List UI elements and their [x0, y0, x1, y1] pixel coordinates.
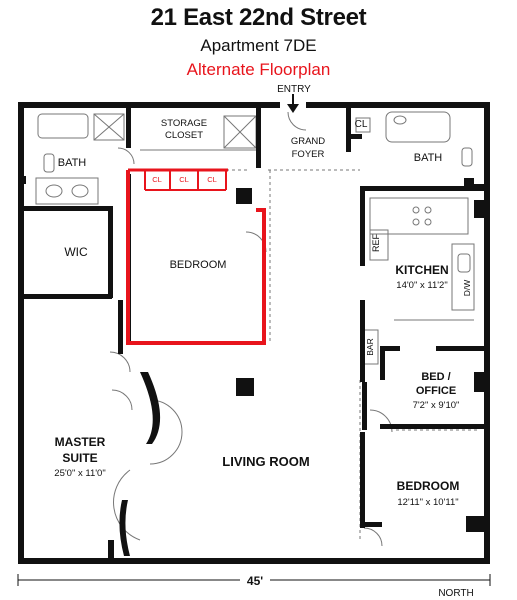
- north-label: NORTH: [438, 588, 473, 599]
- bar-wall: [360, 300, 365, 382]
- foyer-closet-label: CL: [355, 119, 368, 130]
- entry-arrow-icon: [287, 94, 299, 113]
- bath-right-label: BATH: [414, 152, 443, 164]
- kitchen-counter-side: [451, 243, 475, 311]
- office-dimensions: 7'2" x 9'10": [413, 400, 460, 411]
- living-room-label: LIVING ROOM: [222, 454, 309, 469]
- office-west-wall: [380, 346, 385, 380]
- foyer-east-wall: [346, 108, 351, 152]
- address-title: 21 East 22nd Street: [150, 4, 367, 31]
- wic-master-wall: [24, 294, 112, 299]
- closet-1-label: CL: [152, 175, 162, 184]
- entry-label: ENTRY: [277, 84, 311, 95]
- office-bedroom-wall: [380, 424, 484, 429]
- master-partition-curve: [140, 372, 161, 444]
- master-partition-curve-lower: [119, 500, 130, 556]
- kitchen-office-wall: [436, 346, 484, 351]
- closet-2-label: CL: [179, 175, 189, 184]
- bedroom-right-dimensions: 12'11" x 10'11": [397, 497, 458, 508]
- outer-wall-south: [18, 558, 490, 564]
- shower-left: [93, 113, 125, 141]
- bedroom-center-label: BEDROOM: [170, 259, 227, 271]
- walls: [18, 102, 490, 564]
- width-dimension-label: 45': [247, 574, 263, 588]
- room-labels: ENTRY STORAGE CLOSET GRAND FOYER CL BATH…: [54, 84, 472, 508]
- bath-kitchen-wall: [360, 186, 484, 191]
- column-bedroom: [236, 188, 252, 204]
- bath-wic-wall: [24, 206, 112, 211]
- wic-label: WIC: [64, 245, 88, 259]
- kitchen-label: KITCHEN: [395, 263, 448, 277]
- office-label-line2: OFFICE: [416, 385, 456, 397]
- floorplan-variant-label: Alternate Floorplan: [186, 60, 331, 79]
- foyer-label-line2: FOYER: [292, 149, 325, 160]
- office-label-line1: BED /: [421, 371, 450, 383]
- closet-3-label: CL: [207, 175, 217, 184]
- storage-label-line2: CLOSET: [165, 130, 203, 141]
- master-label-line2: SUITE: [62, 451, 97, 465]
- refrigerator: [369, 229, 389, 261]
- kitchen-dimensions: 14'0" x 11'2": [396, 280, 447, 291]
- bar-label: BAR: [365, 338, 375, 355]
- office-closet-wall: [362, 382, 367, 430]
- apartment-subtitle: Apartment 7DE: [200, 36, 317, 55]
- foyer-closet-box: [355, 117, 371, 133]
- outer-wall-north-left: [18, 102, 280, 108]
- bedroom-right-label: BEDROOM: [397, 479, 460, 493]
- outer-wall-east: [484, 102, 490, 564]
- wic-east-wall: [108, 206, 113, 298]
- bathtub-right: [385, 111, 451, 143]
- bath-left-label: BATH: [58, 157, 87, 169]
- bedroom-west-wall-right: [360, 432, 365, 528]
- bath-closet-wall: [126, 108, 131, 148]
- toilet-left: [43, 153, 55, 173]
- kitchen-counter-top: [369, 197, 469, 235]
- foyer-label-line1: GRAND: [291, 136, 325, 147]
- storage-east-wall: [256, 108, 261, 168]
- outer-wall-west: [18, 102, 24, 564]
- ref-label: REF: [371, 233, 381, 252]
- bathtub-left: [37, 113, 89, 139]
- vanity-left: [35, 177, 99, 205]
- kitchen-west-wall: [360, 186, 365, 266]
- toilet-right: [461, 147, 473, 167]
- master-label-line1: MASTER: [55, 435, 106, 449]
- bedroom-highlight: [126, 168, 266, 345]
- dw-label: D/W: [462, 280, 472, 297]
- outer-wall-north-right: [306, 102, 490, 108]
- column-living: [236, 378, 254, 396]
- bedroom-red-outline: [126, 170, 266, 345]
- storage-label-line1: STORAGE: [161, 118, 207, 129]
- master-dimensions: 25'0" x 11'0": [54, 468, 105, 479]
